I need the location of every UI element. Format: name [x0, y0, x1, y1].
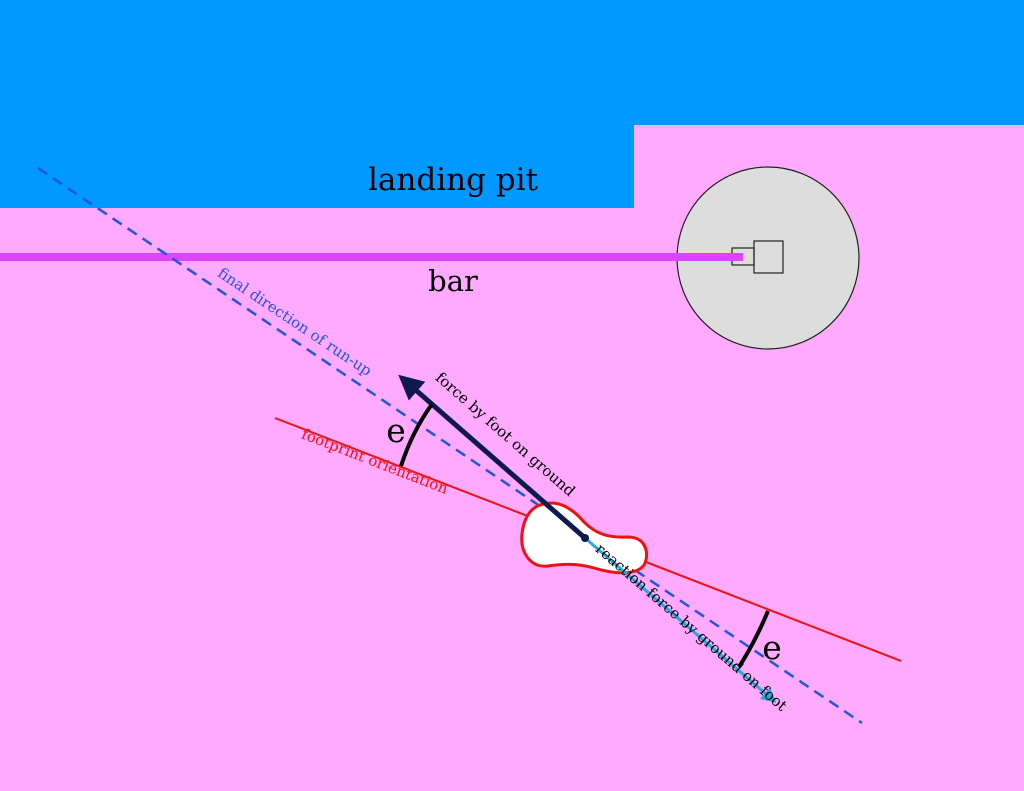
landing-pit-area [0, 0, 1024, 208]
angle-label-upper: e [386, 411, 406, 450]
angle-arc-lower [737, 610, 770, 669]
angle-label-lower: e [762, 628, 782, 667]
reaction-force-arrow [584, 536, 777, 703]
contact-point [581, 534, 589, 542]
angle-arc-upper [399, 402, 434, 467]
run-up-direction-line [37, 166, 863, 725]
bar-label: bar [428, 264, 478, 298]
landing-pit-label: landing pit [368, 162, 539, 198]
